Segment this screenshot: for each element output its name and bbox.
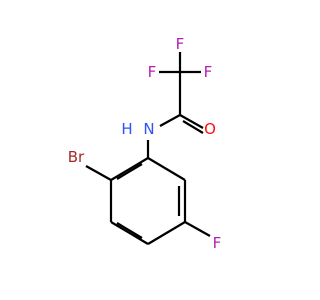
atom-f-right: F bbox=[204, 63, 213, 81]
ring-bond-1 bbox=[147, 157, 186, 181]
bonds bbox=[85, 52, 211, 245]
atom-f-top: F bbox=[176, 35, 185, 53]
ring-bond-4 bbox=[110, 221, 149, 245]
bond-carbonyl-o-1 bbox=[179, 114, 204, 129]
ring-bond-3 bbox=[147, 221, 186, 245]
atom-h: H bbox=[121, 120, 132, 138]
ring-double-3 bbox=[116, 163, 143, 180]
ring-bond-6 bbox=[110, 157, 149, 181]
bond-carbonyl-o-2 bbox=[182, 120, 204, 134]
ring-double-2 bbox=[116, 222, 143, 239]
bond-ring-f bbox=[184, 221, 211, 237]
atom-labels: F F F O H N Br F bbox=[68, 35, 222, 252]
bond-carbonyl-n bbox=[159, 114, 181, 127]
molecule-diagram: F F F O H N Br F bbox=[68, 35, 222, 252]
bond-ring-br bbox=[85, 165, 112, 181]
atom-f-left: F bbox=[148, 63, 157, 81]
atom-o: O bbox=[204, 120, 216, 138]
atom-f-ring: F bbox=[213, 234, 222, 252]
atom-br: Br bbox=[68, 148, 85, 166]
atom-n: N bbox=[143, 120, 154, 138]
